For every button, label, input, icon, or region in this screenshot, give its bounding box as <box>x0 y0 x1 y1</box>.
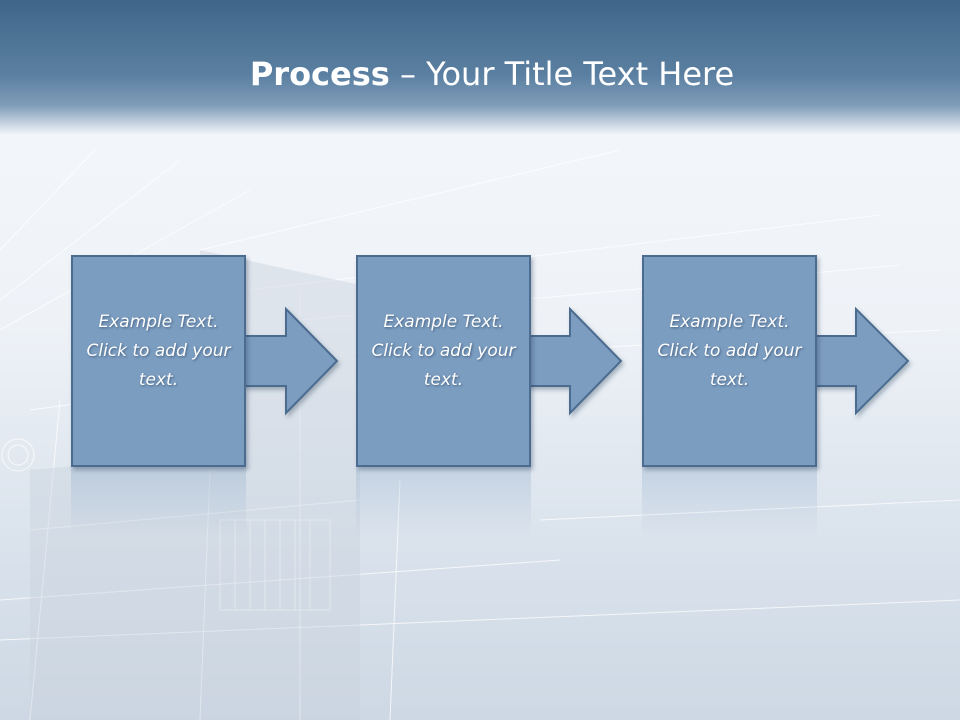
step-3-text: Example Text. Click to add your text. <box>657 311 802 390</box>
page-title: Process – Your Title Text Here <box>0 52 960 96</box>
arrow-3-icon <box>813 306 910 416</box>
step-2-reflection <box>356 467 531 537</box>
step-2-text: Example Text. Click to add your text. <box>371 311 516 390</box>
title-bold-part: Process <box>249 55 390 93</box>
step-3-reflection <box>642 467 817 537</box>
header-band <box>0 0 960 135</box>
process-step-1[interactable]: Example Text. Click to add your text. <box>71 255 246 467</box>
step-1-text: Example Text. Click to add your text. <box>86 311 231 390</box>
arrow-2-icon <box>527 306 623 416</box>
process-step-3[interactable]: Example Text. Click to add your text. <box>642 255 817 467</box>
process-step-2[interactable]: Example Text. Click to add your text. <box>356 255 531 467</box>
step-1-reflection <box>71 467 246 537</box>
arrow-1-icon <box>243 306 339 416</box>
title-rest-part: – Your Title Text Here <box>389 55 735 93</box>
